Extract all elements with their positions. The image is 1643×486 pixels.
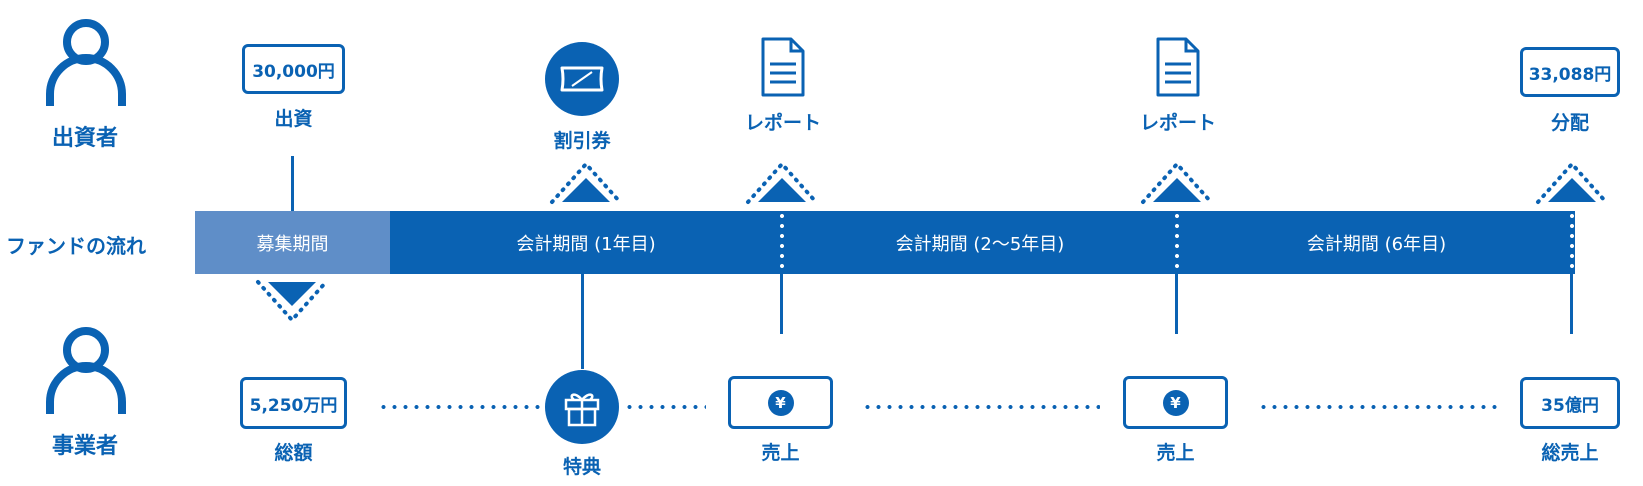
dotted-link-3	[862, 405, 1100, 409]
yen-icon: ¥	[767, 389, 794, 416]
report1-document-icon	[761, 37, 805, 97]
report2-caption: レポート	[1139, 112, 1216, 134]
investor-label: 出資者	[51, 126, 118, 151]
arrow-up-distribution	[1536, 161, 1608, 204]
period-recruitment-label: 募集期間	[256, 233, 329, 255]
report1-caption: レポート	[744, 112, 821, 134]
connector-investment	[291, 156, 294, 211]
period-year2-5-label: 会計期間 (2〜5年目)	[895, 233, 1065, 255]
connector-sales2	[1175, 274, 1178, 334]
business-label: 事業者	[51, 434, 118, 459]
benefit-caption: 特典	[562, 456, 601, 478]
sales2-box: ¥	[1123, 376, 1228, 429]
distribution-amount-box: 33,088円	[1520, 47, 1620, 97]
period-year2-5: 会計期間 (2〜5年目)	[782, 211, 1178, 274]
period-year1: 会計期間 (1年目)	[390, 211, 782, 274]
investment-amount-box: 30,000円	[242, 44, 345, 94]
bar-divider-3	[1570, 211, 1574, 274]
sales2-caption: 売上	[1156, 442, 1195, 464]
discount-caption: 割引券	[553, 130, 611, 152]
dotted-link-4	[1258, 405, 1498, 409]
connector-total-sales	[1570, 274, 1573, 334]
sales1-box: ¥	[728, 376, 833, 429]
yen-icon: ¥	[1162, 389, 1189, 416]
bar-divider-2	[1175, 211, 1179, 274]
arrow-up-report1	[746, 161, 818, 204]
arrow-down-recruitment	[256, 280, 328, 323]
distribution-caption: 分配	[1550, 112, 1589, 134]
gift-benefit-icon	[545, 370, 619, 444]
investment-caption: 出資	[274, 108, 313, 130]
report2-document-icon	[1156, 37, 1200, 97]
arrow-up-report2	[1141, 161, 1213, 204]
total-amount-box: 5,250万円	[240, 377, 347, 429]
investor-person-icon	[46, 19, 126, 106]
arrow-up-discount	[550, 161, 622, 204]
period-recruitment: 募集期間	[195, 211, 390, 274]
period-year6-label: 会計期間 (6年目)	[1306, 233, 1447, 255]
dotted-link-2	[624, 405, 706, 409]
total-caption: 総額	[274, 442, 313, 464]
period-year1-label: 会計期間 (1年目)	[516, 233, 656, 255]
fund-flow-label: ファンドの流れ	[6, 234, 146, 258]
sales1-caption: 売上	[761, 442, 800, 464]
dotted-link-1	[378, 405, 540, 409]
total-sales-box: 35億円	[1520, 377, 1620, 429]
discount-ticket-icon	[545, 42, 619, 116]
connector-benefit	[581, 274, 584, 369]
connector-sales1	[780, 274, 783, 334]
business-person-icon	[46, 327, 126, 414]
bar-divider-1	[780, 211, 784, 274]
period-year6: 会計期間 (6年目)	[1178, 211, 1575, 274]
total-sales-caption: 総売上	[1541, 442, 1599, 464]
